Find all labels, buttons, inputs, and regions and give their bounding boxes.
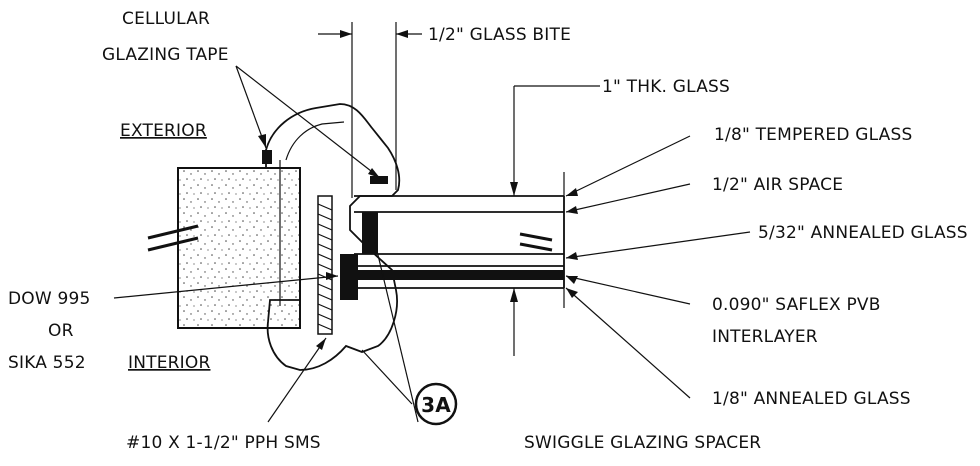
swiggle-spacer xyxy=(362,212,378,254)
cellular-tape-leaders xyxy=(235,65,381,179)
dow-label-1: DOW 995 xyxy=(8,289,91,309)
thk-glass-label: 1" THK. GLASS xyxy=(602,77,730,97)
thk-glass-dimension xyxy=(510,85,600,356)
cellular-tape-label-1: CELLULAR xyxy=(122,9,210,29)
break-mark-left xyxy=(147,224,199,252)
break-mark-right xyxy=(519,232,553,252)
glass-bite-label: 1/2" GLASS BITE xyxy=(428,25,571,45)
pvb-label-1: 0.090" SAFLEX PVB xyxy=(712,295,881,315)
tempered-glass-label: 1/8" TEMPERED GLASS xyxy=(714,125,912,145)
annealed-532-label: 5/32" ANNEALED GLASS xyxy=(758,223,968,243)
dow-label-3: SIKA 552 xyxy=(8,353,86,373)
glass-unit xyxy=(344,172,565,308)
screw xyxy=(317,195,333,335)
pvb-label-2: INTERLAYER xyxy=(712,327,818,347)
insulated-panel xyxy=(177,167,301,329)
glass-bite-dimension xyxy=(318,22,422,198)
cellular-tape-label-2: GLAZING TAPE xyxy=(102,45,229,65)
screw-label: #10 X 1-1/2" PPH SMS xyxy=(126,433,321,453)
detail-tag-label: 3A xyxy=(421,393,451,417)
dow-label-2: OR xyxy=(48,321,74,341)
air-space-label: 1/2" AIR SPACE xyxy=(712,175,843,195)
right-leaders xyxy=(565,135,751,399)
annealed-18-label: 1/8" ANNEALED GLASS xyxy=(712,389,911,409)
exterior-label: EXTERIOR xyxy=(120,121,207,141)
interior-label: INTERIOR xyxy=(128,353,210,373)
silicone-sealant xyxy=(340,254,358,300)
glazing-tape xyxy=(262,150,388,184)
detail-tag: 3A xyxy=(414,382,458,426)
left-leaders xyxy=(113,229,419,423)
spacer-label: SWIGGLE GLAZING SPACER xyxy=(524,433,761,453)
